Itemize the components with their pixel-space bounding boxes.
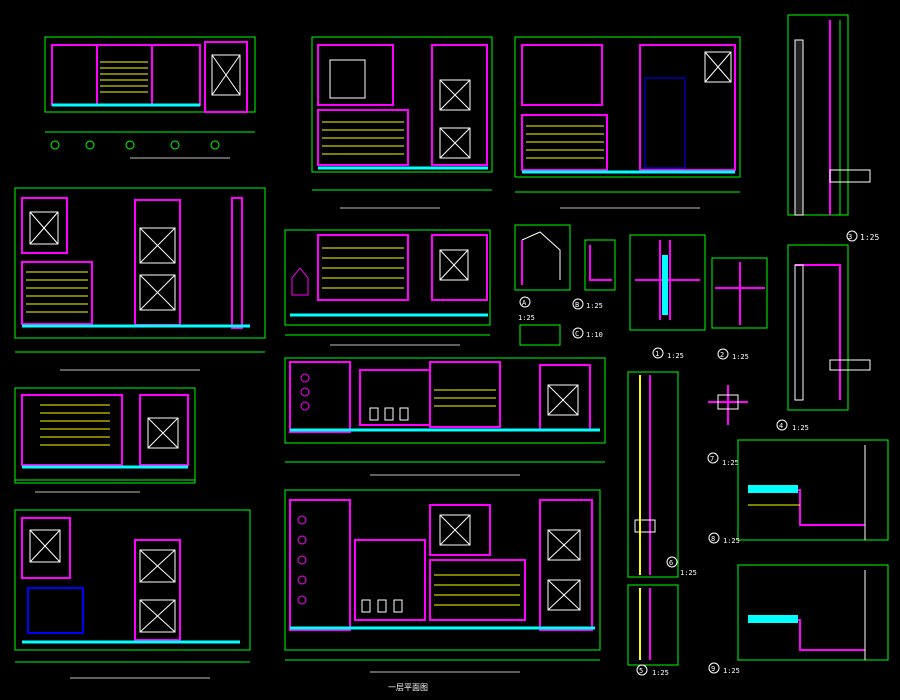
detail-4-id: 4 [779,422,783,430]
plan-5 [284,229,491,346]
detail-5-id: 5 [639,667,643,675]
plan-7 [284,357,606,476]
detail-section-3: 3 1:25 [787,14,879,242]
detail-8-id: 8 [711,535,715,543]
detail-3-scale: 1:25 [860,233,879,242]
detail-c-id: C [575,330,579,338]
detail-4-scale: 1:25 [792,424,809,432]
detail-c: C 1:10 [519,324,603,346]
detail-2-id: 2 [720,351,724,359]
bottom-caption: 一层平面图 [388,683,428,692]
detail-7-scale: 1:25 [722,459,739,467]
detail-8-scale: 1:25 [723,537,740,545]
detail-9-scale: 1:25 [723,667,740,675]
detail-b: B 1:25 [572,239,616,310]
detail-5-scale: 1:25 [652,669,669,677]
detail-7-id: 7 [710,455,714,463]
detail-section-9: 9 1:25 [708,564,889,675]
detail-section-5: 5 1:25 [627,584,679,677]
detail-a-id: A [522,299,527,307]
plan-2 [311,36,493,209]
detail-1-id: 1 [655,350,659,358]
detail-a: A 1:25 [514,224,571,322]
detail-6-scale: 1:25 [680,569,697,577]
detail-b-id: B [575,301,579,309]
detail-section-6: 6 1:25 [627,371,697,578]
detail-1-scale: 1:25 [667,352,684,360]
plan-6 [14,387,196,493]
detail-a-scale: 1:25 [518,314,535,322]
plan-8 [14,509,251,679]
plan-3 [514,36,741,209]
detail-2: 2 1:25 [711,257,768,361]
detail-7: 7 1:25 [707,385,748,467]
detail-3-id: 3 [848,233,852,241]
plan-4 [14,187,266,371]
detail-b-scale: 1:25 [586,302,603,310]
detail-2-scale: 1:25 [732,353,749,361]
detail-6-id: 6 [669,559,673,567]
detail-c-scale: 1:10 [586,331,603,339]
detail-9-id: 9 [711,665,715,673]
plan-9 [284,489,601,673]
detail-section-4: 4 1:25 [776,244,871,432]
detail-section-8: 8 1:25 [708,439,889,545]
plan-1 [44,36,256,159]
detail-1: 1 1:25 [629,234,706,360]
